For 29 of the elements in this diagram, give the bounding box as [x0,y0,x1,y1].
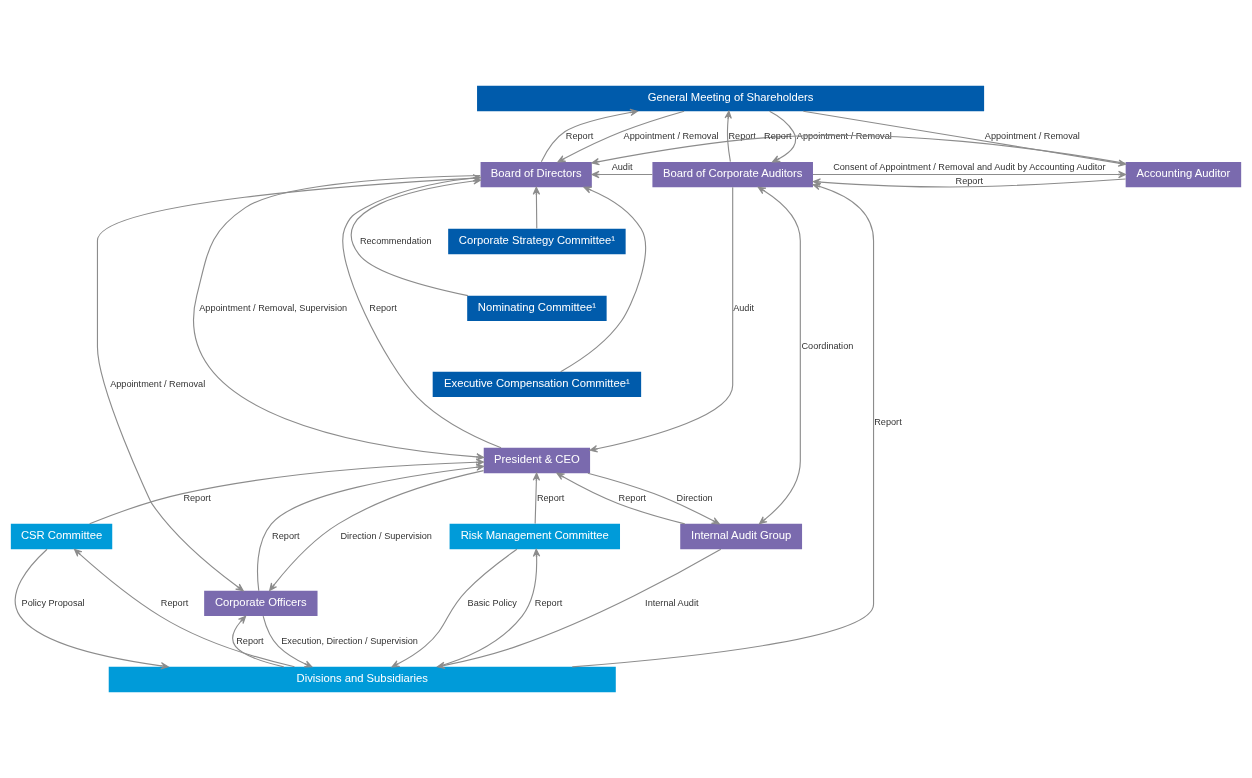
edge-label: Report [536,492,565,503]
edge-label: Basic Policy [467,597,517,608]
edge-label: Report [272,530,300,541]
edge-label: Appointment / Removal [623,130,719,141]
edge-label: Report [369,302,397,313]
edge-label: Recommendation [359,235,432,246]
edge-label: Report [618,492,647,503]
edge-label: Report [874,416,902,427]
edge-label: Policy Proposal [21,597,85,608]
edge-label: Consent of Appointment / Removal and Audit by Accounting Auditor [833,161,1106,172]
edge-label: Appointment / Removal [796,130,892,141]
edge-label: Report [534,597,563,608]
edge-label: Appointment / Removal [984,130,1080,141]
edge-label: Report [764,130,792,141]
edge-label: Direction [676,492,713,503]
edge-label: Report [160,597,189,608]
edge-label: Coordination [801,340,854,351]
edge-label: Audit [733,302,755,313]
edge-label: Report [728,130,756,141]
edge-label: Appointment / Removal [110,378,206,389]
edge-label: Audit [611,161,633,172]
edge-label: Execution, Direction / Supervision [281,635,418,646]
edge-label: Report [183,492,211,503]
edge-label: Appointment / Removal, Supervision [199,302,348,313]
edge-label: Report [565,130,594,141]
edge-label: Report [236,635,264,646]
edge-label: Direction / Supervision [340,530,432,541]
edge-label: Internal Audit [645,597,699,608]
edge-label: Report [955,175,984,186]
